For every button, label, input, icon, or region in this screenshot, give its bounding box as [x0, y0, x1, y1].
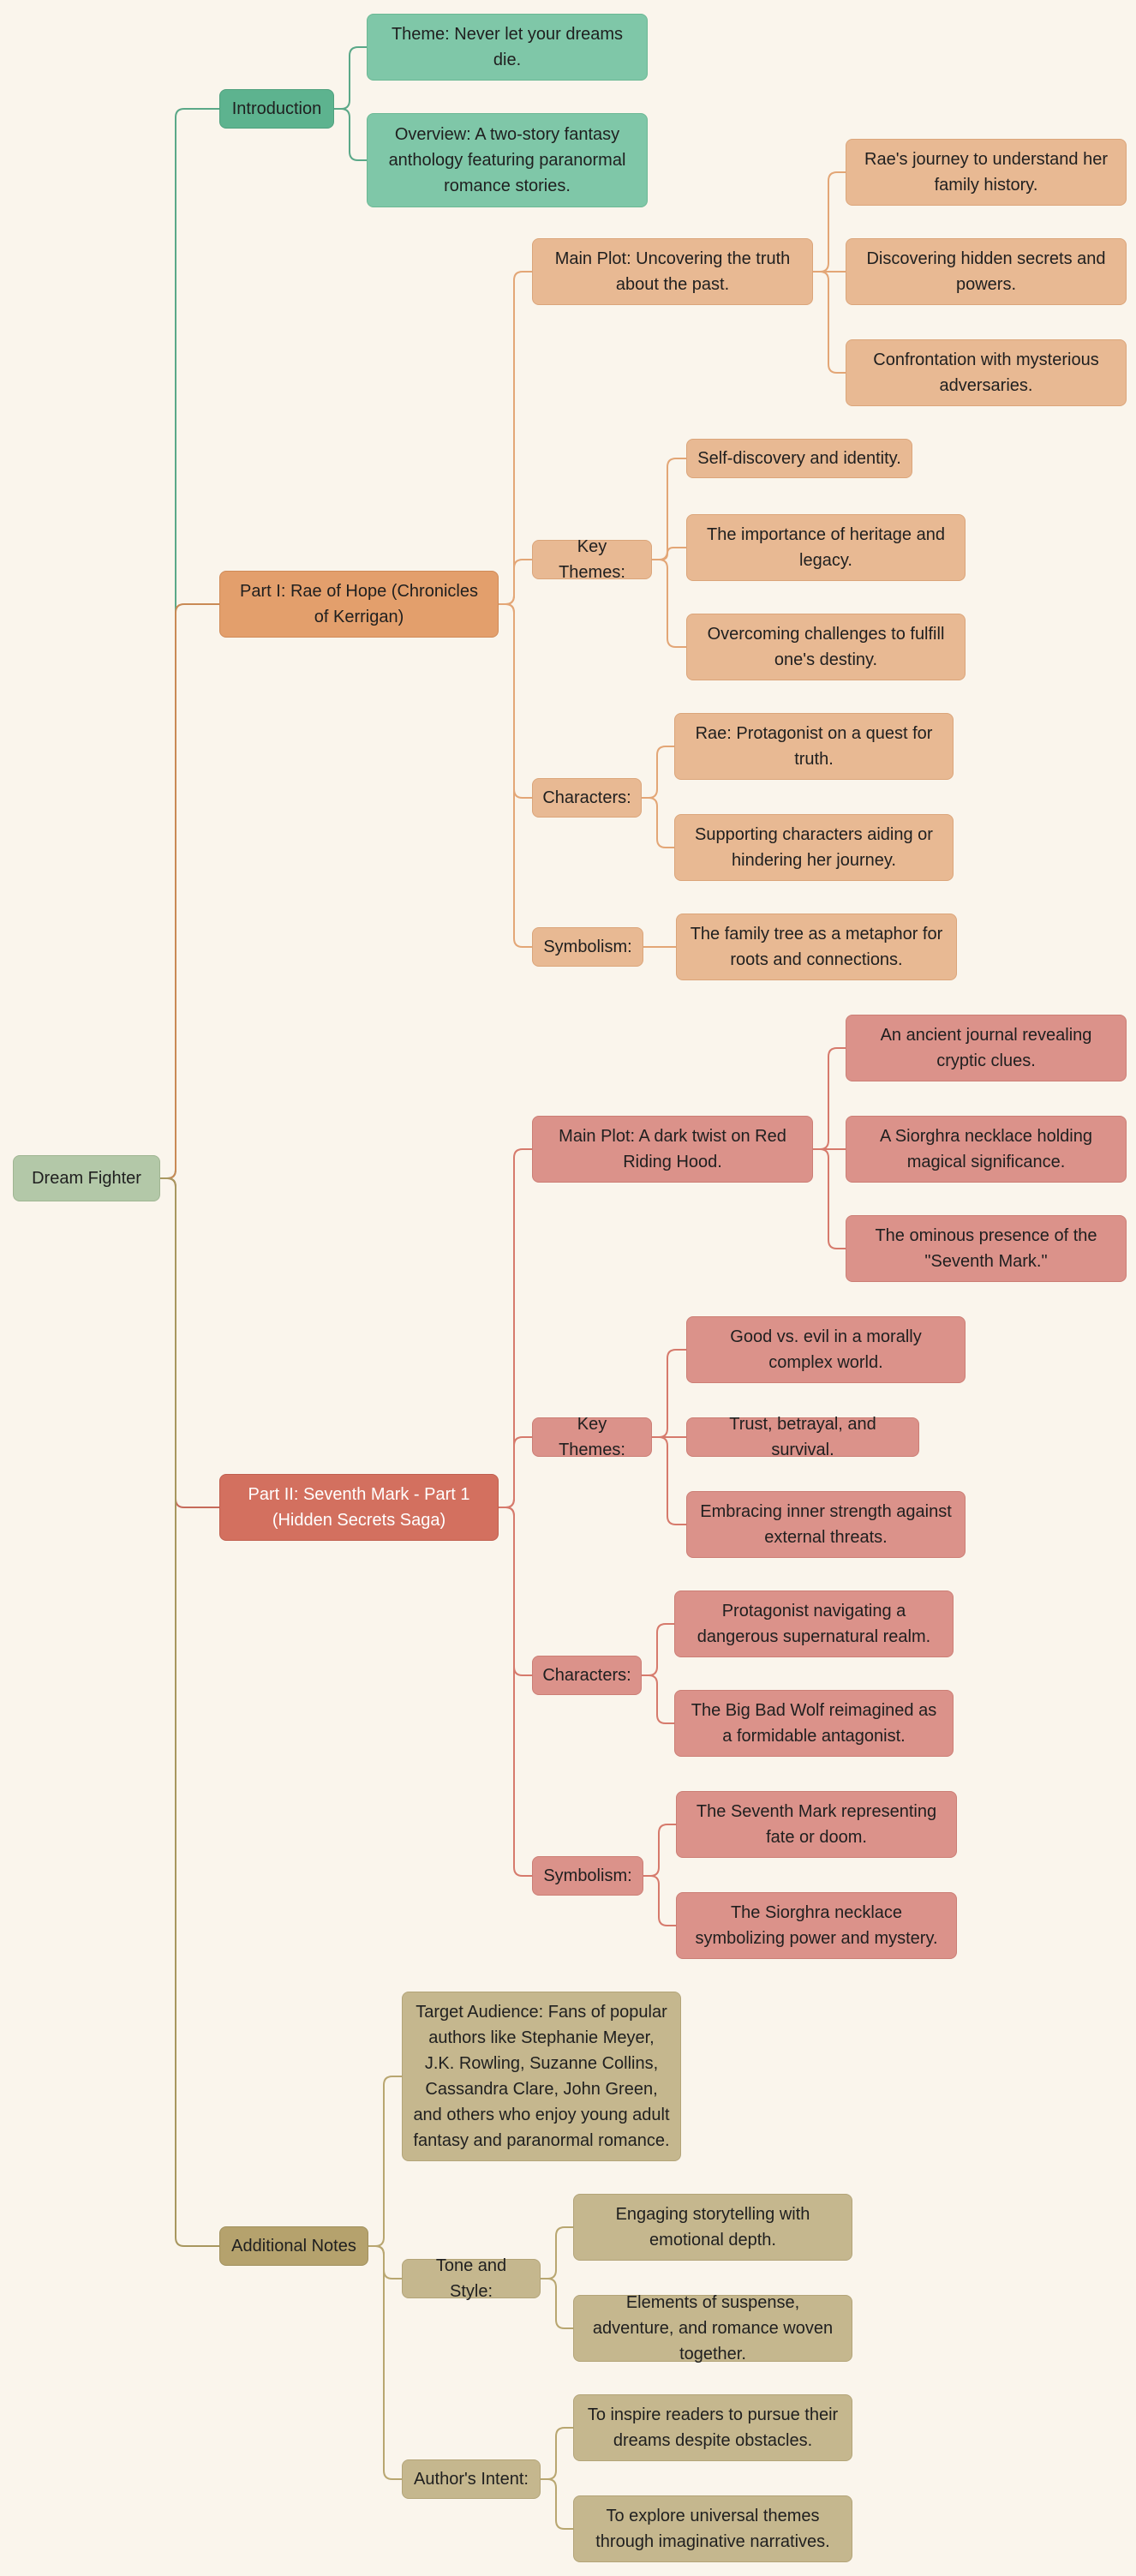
connector-line: [334, 108, 367, 161]
connector-line: [643, 1824, 676, 1877]
part1-key-themes-item[interactable]: Self-discovery and identity.: [686, 439, 912, 478]
connector-line: [652, 458, 686, 560]
connector-line: [642, 797, 674, 848]
connector-line: [642, 1674, 674, 1724]
part2-characters-item[interactable]: Protagonist navigating a dangerous super…: [674, 1591, 954, 1657]
part1-key-themes-node[interactable]: Key Themes:: [532, 537, 652, 582]
introduction-overview-node[interactable]: Overview: A two-story fantasy anthology …: [367, 113, 648, 207]
connector-line: [368, 2076, 402, 2247]
part2-node[interactable]: Part II: Seventh Mark - Part 1 (Hidden S…: [219, 1474, 499, 1541]
part2-key-themes-item[interactable]: Trust, betrayal, and survival.: [686, 1415, 919, 1459]
part2-main-plot-item[interactable]: A Siorghra necklace holding magical sign…: [846, 1116, 1127, 1183]
connector-line: [499, 1148, 532, 1508]
connector-line: [160, 603, 219, 1179]
connector-line: [541, 2278, 573, 2329]
connector-line: [499, 1436, 532, 1508]
part1-main-plot-node[interactable]: Main Plot: Uncovering the truth about th…: [532, 238, 813, 305]
tone-style-node[interactable]: Tone and Style:: [402, 2256, 541, 2301]
connector-line: [541, 2427, 573, 2480]
part2-main-plot-node[interactable]: Main Plot: A dark twist on Red Riding Ho…: [532, 1116, 813, 1183]
authors-intent-node[interactable]: Author's Intent:: [402, 2459, 541, 2499]
connector-line: [499, 271, 532, 605]
connector-line: [652, 547, 686, 560]
part1-key-themes-item[interactable]: Overcoming challenges to fulfill one's d…: [686, 614, 966, 680]
connector-line: [642, 1623, 674, 1676]
additional-notes-node[interactable]: Additional Notes: [219, 2226, 368, 2266]
connector-line: [160, 108, 219, 1179]
connector-line: [160, 1177, 219, 1508]
connector-line: [813, 1047, 846, 1150]
connector-line: [813, 171, 846, 273]
connector-line: [813, 1148, 846, 1249]
part1-characters-item[interactable]: Rae: Protagonist on a quest for truth.: [674, 713, 954, 780]
target-audience-node[interactable]: Target Audience: Fans of popular authors…: [402, 1992, 681, 2161]
part2-symbolism-item[interactable]: The Siorghra necklace symbolizing power …: [676, 1892, 957, 1959]
connector-line: [652, 1349, 686, 1438]
tone-style-item[interactable]: Elements of suspense, adventure, and rom…: [573, 2293, 852, 2363]
part1-main-plot-item[interactable]: Discovering hidden secrets and powers.: [846, 238, 1127, 305]
part1-main-plot-item[interactable]: Rae's journey to understand her family h…: [846, 139, 1127, 206]
part1-key-themes-item[interactable]: The importance of heritage and legacy.: [686, 514, 966, 581]
connector-line: [643, 1875, 676, 1926]
part2-main-plot-item[interactable]: The ominous presence of the "Seventh Mar…: [846, 1215, 1127, 1282]
authors-intent-item[interactable]: To inspire readers to pursue their dream…: [573, 2394, 852, 2461]
authors-intent-item[interactable]: To explore universal themes through imag…: [573, 2495, 852, 2562]
part2-key-themes-item[interactable]: Good vs. evil in a morally complex world…: [686, 1316, 966, 1383]
connector-line: [541, 2478, 573, 2530]
part2-main-plot-item[interactable]: An ancient journal revealing cryptic clu…: [846, 1015, 1127, 1081]
part1-symbolism-node[interactable]: Symbolism:: [532, 927, 643, 967]
introduction-theme-node[interactable]: Theme: Never let your dreams die.: [367, 14, 648, 81]
tone-style-item[interactable]: Engaging storytelling with emotional dep…: [573, 2194, 852, 2261]
connector-line: [334, 46, 367, 110]
introduction-node[interactable]: Introduction: [219, 89, 334, 129]
connector-line: [499, 1507, 532, 1877]
connector-line: [368, 2245, 402, 2279]
part1-node[interactable]: Part I: Rae of Hope (Chronicles of Kerri…: [219, 571, 499, 638]
part2-characters-item[interactable]: The Big Bad Wolf reimagined as a formida…: [674, 1690, 954, 1757]
connector-line: [499, 559, 532, 605]
part2-symbolism-item[interactable]: The Seventh Mark representing fate or do…: [676, 1791, 957, 1858]
part2-key-themes-item[interactable]: Embracing inner strength against externa…: [686, 1491, 966, 1558]
connector-line: [368, 2245, 402, 2480]
connector-line: [541, 2226, 573, 2279]
connector-line: [652, 559, 686, 648]
part1-symbolism-item[interactable]: The family tree as a metaphor for roots …: [676, 914, 957, 980]
part2-key-themes-node[interactable]: Key Themes:: [532, 1415, 652, 1459]
root-node[interactable]: Dream Fighter: [13, 1155, 160, 1201]
connector-line: [499, 1507, 532, 1676]
connector-line: [642, 746, 674, 799]
connector-line: [160, 1177, 219, 2247]
part1-characters-node[interactable]: Characters:: [532, 778, 642, 818]
connector-line: [652, 1436, 686, 1525]
connector-line: [499, 603, 532, 799]
connector-line: [813, 271, 846, 374]
part2-symbolism-node[interactable]: Symbolism:: [532, 1856, 643, 1896]
part2-characters-node[interactable]: Characters:: [532, 1656, 642, 1695]
connector-line: [499, 603, 532, 948]
part1-characters-item[interactable]: Supporting characters aiding or hinderin…: [674, 814, 954, 881]
part1-main-plot-item[interactable]: Confrontation with mysterious adversarie…: [846, 339, 1127, 406]
